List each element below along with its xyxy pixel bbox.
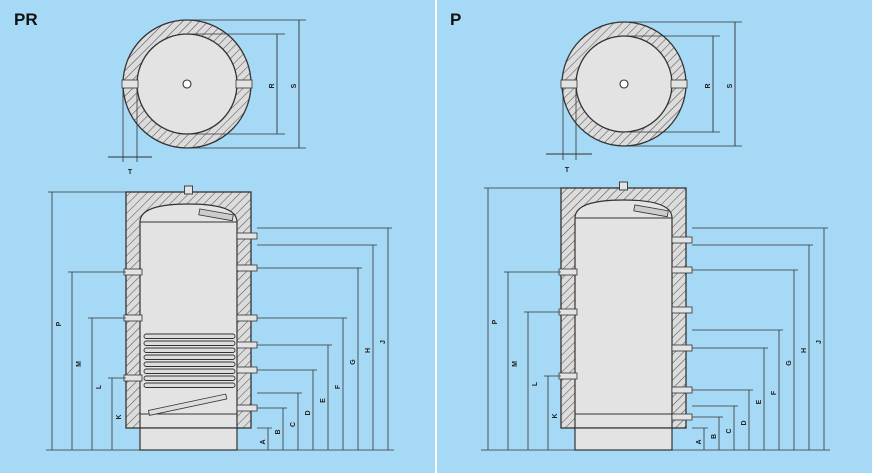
left-port [558, 372, 578, 380]
right-port [236, 404, 258, 412]
dimension-label: P [56, 321, 63, 326]
right-port [671, 266, 693, 274]
right-port [671, 236, 693, 244]
coil-turn [143, 382, 236, 388]
sensor-sleeve [198, 208, 234, 222]
dimension-label: B [711, 434, 718, 439]
dimension-label: B [275, 429, 282, 434]
left-port [123, 268, 143, 276]
right-port [671, 386, 693, 394]
dimension-label: D [305, 410, 312, 415]
sensor-sleeve [633, 204, 669, 218]
tank-base [574, 427, 673, 451]
dim-label-r: R [705, 83, 712, 88]
dimension-label: K [552, 413, 559, 418]
dimension-label: E [320, 398, 327, 403]
dimension-label: L [96, 384, 103, 389]
coil-turn [143, 340, 236, 346]
coil-turn [143, 333, 236, 339]
left-port [558, 308, 578, 316]
right-port [236, 341, 258, 349]
dim-label-s: S [291, 83, 298, 88]
dimension-label: F [335, 384, 342, 389]
top-view: R S T [108, 19, 306, 176]
dimension-label: A [696, 439, 703, 444]
dimension-label: M [512, 361, 519, 367]
coil-turn [143, 347, 236, 353]
dim-label-s: S [727, 83, 734, 88]
dimension-label: D [741, 420, 748, 425]
dimension-label: J [380, 340, 387, 344]
dimension-label: P [492, 319, 499, 324]
coil-turn [143, 368, 236, 374]
dimension-label: A [260, 439, 267, 444]
tank-base [139, 427, 238, 451]
right-port [671, 306, 693, 314]
right-port [671, 344, 693, 352]
left-port [123, 314, 143, 322]
dimension-label: C [726, 428, 733, 433]
panel-pr: PR R S T A B C D E F G H J P M L K [14, 10, 394, 451]
top-connector [184, 185, 193, 195]
dim-label-t: T [128, 169, 133, 176]
dimension-label: G [786, 360, 793, 366]
side-view: A B C D E F G H J P M L K [481, 181, 830, 451]
left-port [123, 374, 143, 382]
dimension-label: K [116, 414, 123, 419]
dim-label-r: R [269, 83, 276, 88]
dimension-label: J [816, 340, 823, 344]
dimension-label: G [350, 359, 357, 365]
dimension-label: M [76, 361, 83, 367]
coil-turn [143, 361, 236, 367]
dimension-label: F [771, 390, 778, 395]
dimension-label: H [801, 348, 808, 353]
right-port [671, 413, 693, 421]
right-port [236, 232, 258, 240]
coil-turn [143, 354, 236, 360]
panel-title: PR [14, 10, 38, 29]
coil-turn [143, 375, 236, 381]
left-port [558, 268, 578, 276]
panel-p: P R S T A B C D E F G H J P M L K [450, 10, 830, 451]
top-view: R S T [546, 21, 742, 174]
dimension-label: E [756, 399, 763, 404]
dimension-label: C [290, 422, 297, 427]
right-port [236, 366, 258, 374]
right-port [236, 264, 258, 272]
tank-body [574, 199, 673, 429]
side-view: A B C D E F G H J P M L K [46, 185, 394, 451]
heating-coil [143, 333, 236, 416]
dimension-label: H [365, 348, 372, 353]
dim-label-t: T [565, 167, 570, 174]
right-port [236, 314, 258, 322]
dimension-label: L [532, 381, 539, 386]
coil-return [147, 393, 228, 416]
panel-title: P [450, 10, 461, 29]
top-connector [619, 181, 628, 191]
